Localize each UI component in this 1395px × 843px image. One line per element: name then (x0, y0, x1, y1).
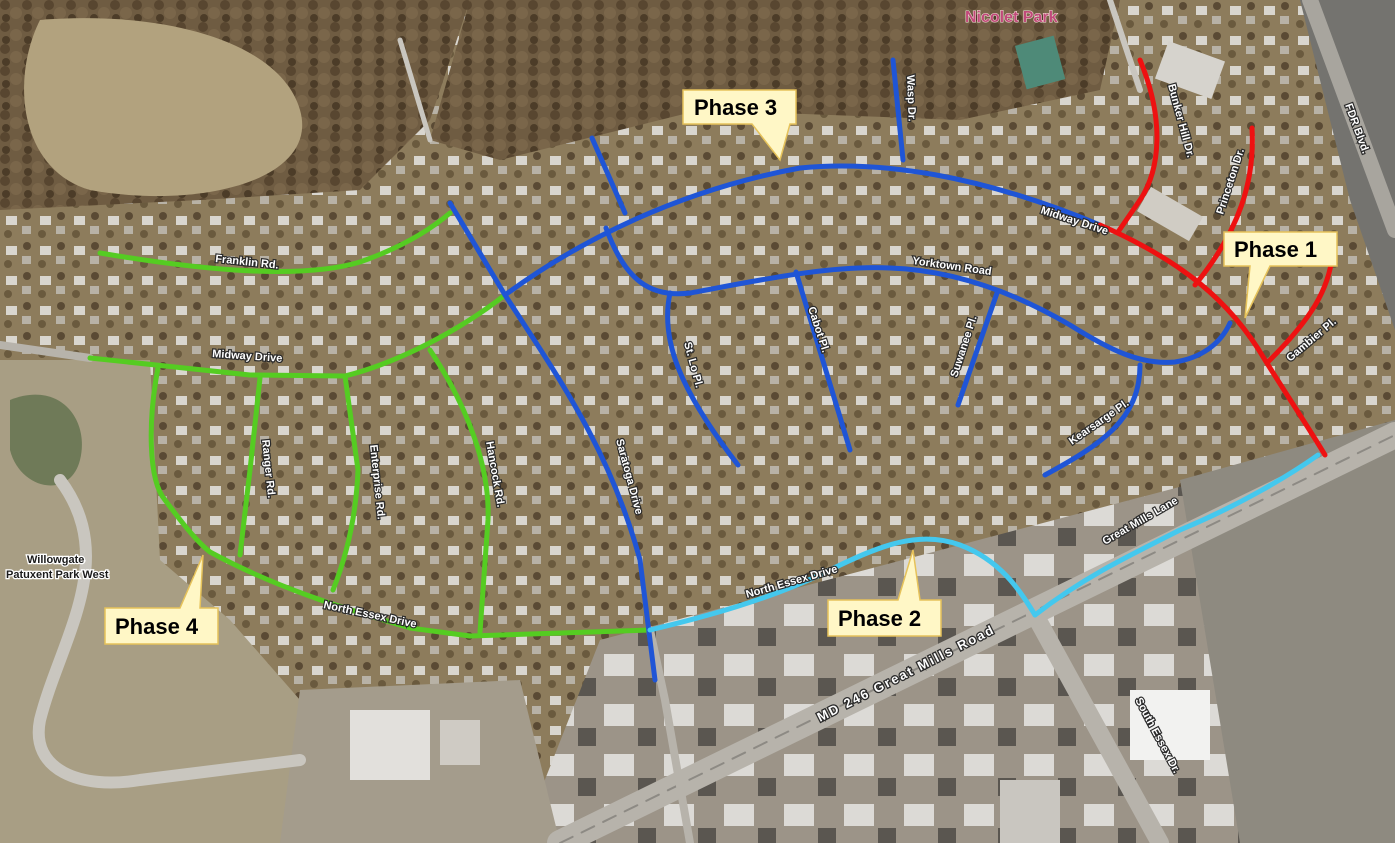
callout-phase-1: Phase 1 (1223, 231, 1338, 319)
saratoga-drive-line (447, 200, 658, 683)
phase-4-label: Phase 4 (115, 614, 199, 639)
enterprise-rd-line (330, 373, 361, 593)
phase-1-roads (1097, 57, 1336, 458)
suwanee-pl-line (955, 290, 1000, 408)
label-wasp-dr: Wasp Dr. (904, 75, 918, 122)
place-patuxent-park-west: Patuxent Park West (6, 569, 109, 581)
ranger-rd-line (237, 375, 263, 558)
bunker-hill-dr-line (1115, 57, 1160, 235)
north-essex-drive-east-line (647, 536, 1038, 633)
phase-2-roads (647, 452, 1321, 633)
princeton-dr-line (1192, 125, 1255, 288)
phase-1-label: Phase 1 (1234, 237, 1317, 262)
phase-2-label: Phase 2 (838, 606, 921, 631)
cabot-pl-line (793, 269, 853, 453)
phase-3-label: Phase 3 (694, 95, 777, 120)
upper-connector-line (589, 135, 628, 216)
north-essex-drive-west-line (148, 365, 653, 639)
midway-drive-phase1-line (1097, 222, 1328, 458)
franklin-rd-line (97, 210, 453, 275)
st-lo-pl-line (665, 290, 741, 468)
callout-phase-4: Phase 4 (104, 554, 219, 645)
place-willowgate: Willowgate (27, 554, 84, 566)
park-name-nicolet: Nicolet Park (965, 9, 1058, 26)
kearsarge-pl-line (1042, 362, 1143, 478)
yorktown-road-line (603, 225, 1233, 365)
great-mills-lane-line (1032, 452, 1321, 618)
callout-phase-3: Phase 3 (682, 89, 797, 162)
phase-3-roads (447, 57, 1233, 683)
phase-4-roads (87, 210, 653, 639)
phase-callouts: Phase 3 Phase 1 Phase 2 Phase 4 (104, 89, 1338, 645)
midway-drive-east-line (502, 163, 1103, 298)
wasp-dr-line (890, 57, 906, 163)
callout-phase-2: Phase 2 (827, 549, 942, 637)
hancock-rd-line (427, 347, 491, 635)
